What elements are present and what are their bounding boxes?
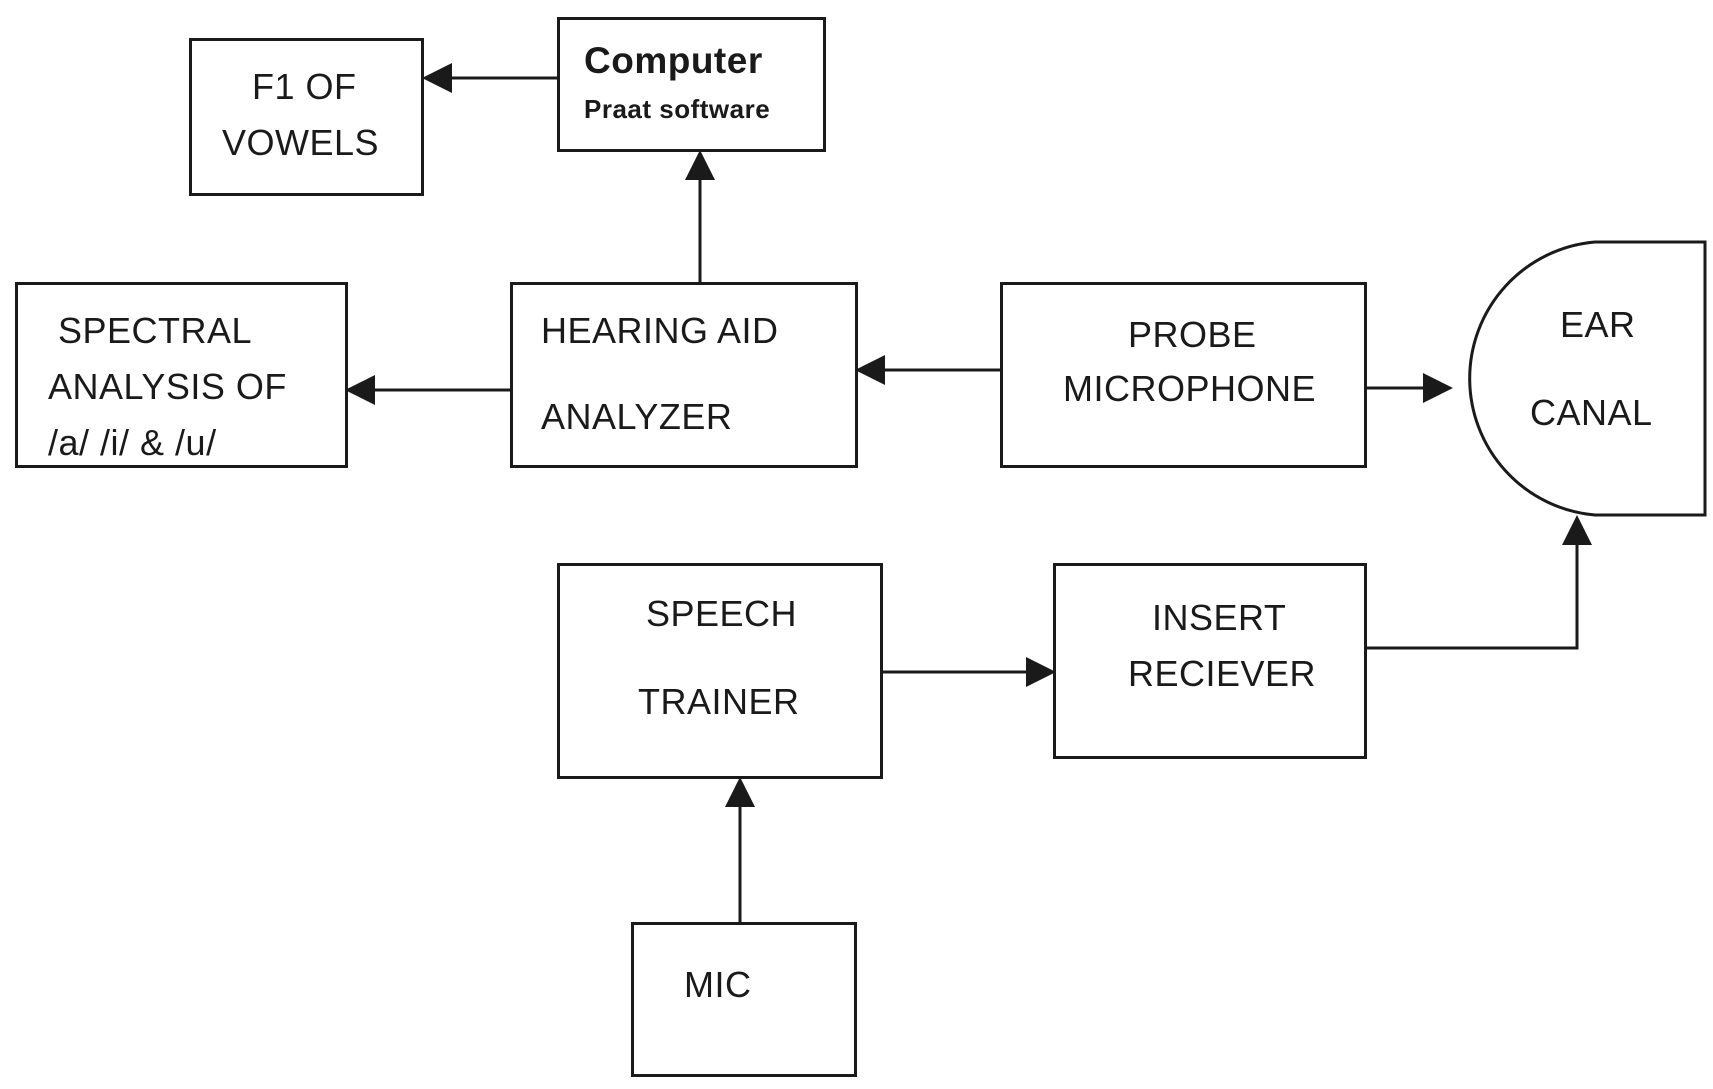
f1-vowels-line1: F1 OF — [252, 66, 357, 107]
probe-line2: MICROPHONE — [1063, 368, 1317, 409]
speech-trainer-block: SPEECH TRAINER — [557, 563, 883, 779]
ear-canal-shape — [1468, 240, 1707, 517]
spectral-line1: SPECTRAL — [58, 310, 253, 351]
analyzer-line1: HEARING AID — [541, 310, 779, 351]
f1-vowels-block: F1 OF VOWELS — [189, 38, 424, 196]
probe-line1: PROBE — [1128, 314, 1257, 355]
spectral-line3: /a/ /i/ & /u/ — [48, 422, 217, 463]
insert-line2: RECIEVER — [1128, 653, 1317, 694]
trainer-line1: SPEECH — [646, 593, 798, 634]
mic-block: MIC — [631, 922, 857, 1077]
f1-vowels-line2: VOWELS — [222, 122, 380, 163]
insert-receiver-block: INSERT RECIEVER — [1053, 563, 1367, 759]
trainer-line2: TRAINER — [638, 681, 800, 722]
probe-microphone-block: PROBE MICROPHONE — [1000, 282, 1367, 468]
computer-line1: Computer — [584, 40, 763, 81]
ear-canal-line2: CANAL — [1530, 392, 1653, 433]
hearing-aid-analyzer-block: HEARING AID ANALYZER — [510, 282, 858, 468]
spectral-line2: ANALYSIS OF — [48, 366, 287, 407]
mic-line1: MIC — [684, 964, 752, 1005]
spectral-analysis-block: SPECTRAL ANALYSIS OF /a/ /i/ & /u/ — [15, 282, 348, 468]
analyzer-line2: ANALYZER — [541, 396, 733, 437]
ear-canal-line1: EAR — [1560, 304, 1636, 345]
arrow-insert-to-ear — [1367, 515, 1592, 650]
insert-line1: INSERT — [1152, 597, 1287, 638]
computer-block: Computer Praat software — [557, 17, 826, 152]
computer-line2: Praat software — [584, 94, 771, 124]
